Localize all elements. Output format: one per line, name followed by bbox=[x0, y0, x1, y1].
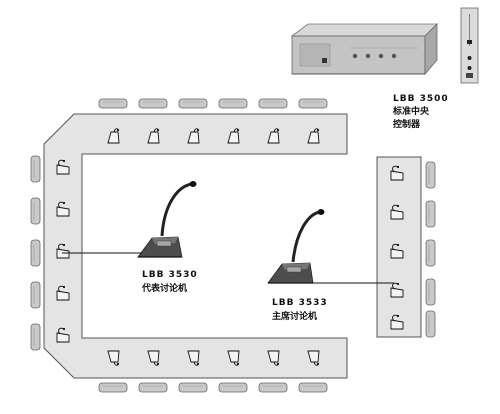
delegate-unit-top-5 bbox=[267, 128, 280, 144]
u-shaped-table bbox=[43, 113, 348, 379]
chair-right-4 bbox=[425, 278, 436, 306]
table-units-layer bbox=[56, 128, 404, 366]
delegate-unit-top-4 bbox=[227, 128, 240, 144]
delegate-unit-right-3 bbox=[390, 243, 404, 259]
chair-right-5 bbox=[425, 310, 436, 338]
chair-top-3 bbox=[178, 98, 208, 109]
chair-right-3 bbox=[425, 239, 436, 267]
delegate-unit-large bbox=[137, 181, 197, 258]
delegate-unit-top-2 bbox=[147, 128, 160, 144]
delegate-unit-bottom-2 bbox=[147, 350, 160, 366]
chairman-model-label: LBB 3533 bbox=[272, 298, 328, 308]
chair-bottom-6 bbox=[298, 382, 328, 393]
delegate-unit-right-1 bbox=[390, 165, 404, 181]
chair-bottom-4 bbox=[218, 382, 248, 393]
delegate-unit-top-6 bbox=[307, 128, 320, 144]
chair-right-1 bbox=[425, 161, 436, 189]
delegate-unit-top-3 bbox=[187, 128, 200, 144]
chair-top-5 bbox=[258, 98, 288, 109]
chair-right-2 bbox=[425, 200, 436, 228]
delegate-unit-bottom-6 bbox=[307, 350, 320, 366]
delegate-unit-right-2 bbox=[390, 204, 404, 220]
chairman-desc-label: 主席讨论机 bbox=[272, 310, 317, 322]
delegate-model-label: LBB 3530 bbox=[142, 270, 198, 280]
delegate-unit-bottom-1 bbox=[107, 350, 120, 366]
delegate-unit-top-1 bbox=[107, 128, 120, 144]
chair-bottom-5 bbox=[258, 382, 288, 393]
chair-left-1 bbox=[30, 155, 41, 183]
controller-desc-line1: 标准中央 bbox=[392, 105, 430, 117]
delegate-unit-bottom-3 bbox=[187, 350, 200, 366]
chair-left-3 bbox=[30, 239, 41, 267]
delegate-desc-label: 代表讨论机 bbox=[141, 282, 187, 294]
chair-left-4 bbox=[30, 281, 41, 309]
chair-top-4 bbox=[218, 98, 248, 109]
chairman-unit-large bbox=[267, 209, 325, 284]
delegate-unit-left-5 bbox=[56, 327, 70, 343]
delegate-unit-left-4 bbox=[56, 285, 70, 301]
chair-bottom-3 bbox=[178, 382, 208, 393]
delegate-unit-left-1 bbox=[56, 159, 70, 175]
controller-model-label: LBB 3500 bbox=[393, 94, 449, 104]
chair-top-6 bbox=[298, 98, 328, 109]
chair-top-1 bbox=[98, 98, 128, 109]
delegate-unit-bottom-5 bbox=[267, 350, 280, 366]
delegate-unit-left-2 bbox=[56, 201, 70, 217]
chair-left-5 bbox=[30, 323, 41, 351]
chairs-layer bbox=[30, 98, 436, 393]
chair-top-2 bbox=[138, 98, 168, 109]
controller-side-panel bbox=[460, 7, 479, 84]
chair-left-2 bbox=[30, 197, 41, 225]
delegate-unit-bottom-4 bbox=[227, 350, 240, 366]
delegate-unit-right-5 bbox=[390, 314, 404, 330]
delegate-unit-right-4 bbox=[390, 282, 404, 298]
chair-bottom-1 bbox=[98, 382, 128, 393]
side-table bbox=[376, 156, 422, 338]
chair-bottom-2 bbox=[138, 382, 168, 393]
controller-desc-line2: 控制器 bbox=[393, 118, 421, 130]
central-controller bbox=[290, 23, 438, 76]
